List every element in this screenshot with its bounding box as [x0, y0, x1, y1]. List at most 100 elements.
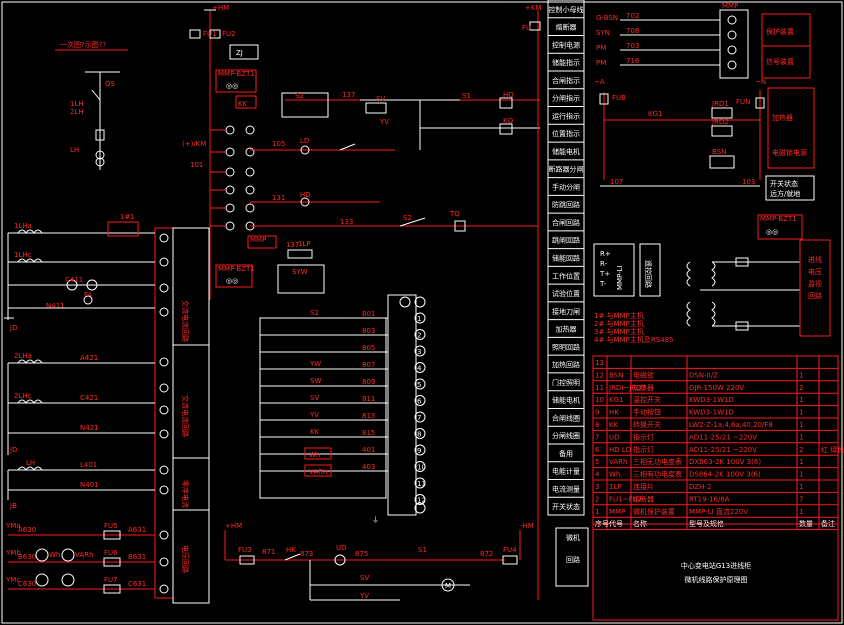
bom-cell: KWD3-1W1D — [689, 396, 734, 404]
vertical-label: 电能计量 — [552, 467, 580, 476]
svg-text:KK: KK — [238, 100, 248, 108]
svg-text:Wh: Wh — [309, 451, 320, 459]
signal-name: G-BSN — [596, 14, 618, 22]
terminal-circle — [159, 557, 169, 567]
svg-text:C411: C411 — [65, 276, 83, 284]
svg-text:L401: L401 — [80, 461, 97, 469]
svg-text:LH: LH — [70, 146, 79, 154]
terminal-block-mid — [387, 294, 417, 516]
mid-terminal-num: 6 — [417, 398, 422, 406]
terminal-circle — [159, 283, 169, 293]
mid-terminal — [414, 428, 426, 439]
vertical-label: 跳闸回路 — [552, 236, 580, 245]
svg-text:SV: SV — [376, 95, 385, 103]
bom-cell: 1 — [595, 508, 599, 516]
svg-text:交流电流回路: 交流电流回路 — [181, 395, 190, 437]
bom-cell: KWD3-1W1D — [689, 409, 734, 417]
vertical-label: 熔断器 — [556, 23, 577, 32]
bom-cell: AD11-25/21 ~220V — [689, 433, 757, 441]
mid-terminal-num: 9 — [417, 447, 421, 455]
mid-terminal — [414, 329, 426, 340]
svg-text:◎◎: ◎◎ — [766, 228, 778, 236]
svg-text:4# 与MMP主机及RS485: 4# 与MMP主机及RS485 — [594, 335, 674, 344]
ct-1lha-box — [107, 221, 139, 237]
bom-cell: 7 — [799, 495, 803, 503]
bom-cell: KK — [609, 421, 619, 429]
bom-cell: DJR-150W 220V — [689, 384, 744, 392]
vertical-labels: 控制小母线熔断器控制电源储能指示合闸指示分闸指示运行指示位置指示储能电机断路器分… — [548, 0, 584, 511]
bom-cell: 2 — [799, 384, 803, 392]
wire-number: 801 — [362, 310, 375, 318]
svg-text:加热器: 加热器 — [772, 113, 793, 122]
signal-code: 702 — [626, 12, 639, 20]
svg-text:C421: C421 — [80, 394, 98, 402]
bom-cell: 4 — [595, 471, 600, 479]
label-column — [547, 0, 585, 516]
bom-cell: 12 — [595, 371, 604, 379]
svg-text:MMP-BZT1: MMP-BZT1 — [760, 215, 797, 223]
svg-text:875: 875 — [355, 550, 368, 558]
num-circle — [225, 167, 235, 177]
signal-name: PM — [596, 59, 606, 67]
right-box-label: 微机 — [566, 533, 580, 542]
svg-text:KK: KK — [310, 428, 320, 436]
svg-text:电磁锁电源: 电磁锁电源 — [772, 148, 807, 157]
mid-terminal — [414, 312, 426, 324]
wire-number: 805 — [362, 344, 375, 352]
svg-text:R-: R- — [600, 260, 608, 268]
bom-cell: 1 — [799, 409, 803, 417]
num-circle — [245, 147, 255, 157]
num-circle — [225, 125, 235, 135]
mid-terminal-num: 10 — [417, 464, 426, 472]
svg-text:零序电流: 零序电流 — [181, 480, 190, 508]
svg-text:872: 872 — [480, 550, 493, 558]
title-block — [592, 523, 839, 621]
ct-2lhc-label: 2LHc — [14, 392, 32, 400]
bom-cell: MMP — [609, 508, 625, 516]
question-label: 一次图?示图?? — [60, 40, 106, 49]
svg-text:S1: S1 — [418, 546, 427, 554]
bom-cell: 熔断器 — [633, 494, 654, 503]
svg-text:133: 133 — [340, 218, 353, 226]
bom-cell: 电磁锁 — [633, 370, 654, 379]
bom-cell: JRDI~JRD2 — [608, 384, 646, 392]
mid-terminal — [414, 477, 426, 489]
mid-terminal — [414, 378, 426, 390]
bom-cell: 11 — [595, 384, 604, 392]
svg-text:SW: SW — [310, 377, 321, 385]
ct-1lha-label: 1LHa — [14, 222, 32, 230]
vertical-label: 加热回路 — [552, 360, 580, 369]
sheet-title-1: 中心变电站G13进线柜 — [681, 561, 751, 570]
svg-text:FU4: FU4 — [503, 546, 517, 554]
bom-cell: 微机保护装置 — [633, 507, 675, 516]
vertical-label: 储能指示 — [552, 58, 580, 67]
svg-text:103: 103 — [742, 178, 755, 186]
svg-text:+HM: +HM — [225, 522, 242, 530]
vertical-label: 位置指示 — [552, 129, 580, 138]
vertical-label: 开关状态 — [552, 502, 580, 511]
svg-text:S2: S2 — [295, 92, 304, 100]
svg-text:+KM: +KM — [525, 4, 542, 12]
svg-text:UD: UD — [336, 544, 347, 552]
svg-text:M: M — [445, 582, 451, 590]
svg-text:131: 131 — [272, 194, 285, 202]
bom-cell: 13 — [595, 359, 604, 367]
num-circle — [245, 125, 255, 135]
heater-panel — [767, 87, 815, 169]
wire-number: 401 — [362, 446, 375, 454]
bom-cell: 3 — [595, 483, 599, 491]
bom-cell: 三相有功电度表 — [633, 470, 682, 479]
svg-text:交流电流回路: 交流电流回路 — [181, 300, 190, 342]
wire-number: 815 — [362, 429, 375, 437]
mid-terminal-num: 11 — [417, 480, 426, 488]
bom-cell: 转换开关 — [633, 420, 661, 429]
bom-cell: 1 — [799, 371, 803, 379]
bom-cell: 1 — [799, 483, 803, 491]
svg-text:871: 871 — [262, 548, 275, 556]
terminal-circle — [159, 233, 169, 243]
svg-text:TQ: TQ — [449, 210, 460, 218]
